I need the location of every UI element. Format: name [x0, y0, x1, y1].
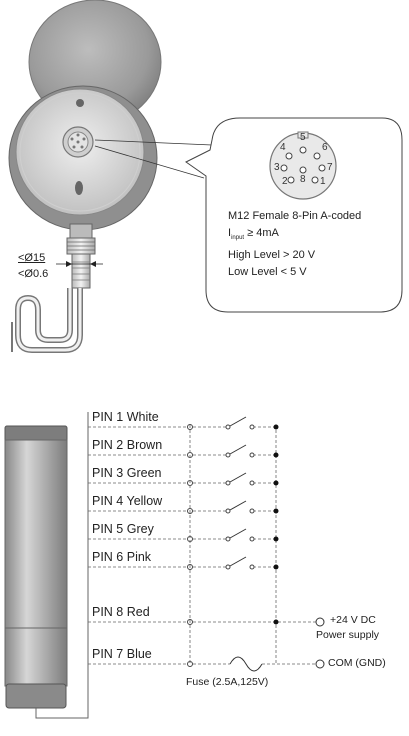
pinout-diagram-icon [269, 131, 337, 200]
pin-label: PIN 4 Yellow [92, 494, 163, 508]
switch-icon [225, 444, 255, 458]
junction-dot-icon [273, 452, 279, 458]
switch-icon [225, 556, 255, 570]
junction-dot-icon [273, 424, 279, 430]
m12-plug [11, 223, 103, 353]
pin-label: PIN 3 Green [92, 466, 162, 480]
junction-dot-icon [273, 508, 279, 514]
com-terminal-icon [315, 659, 325, 669]
switch-icon [225, 416, 255, 430]
pin-label: PIN 6 Pink [92, 550, 152, 564]
junction-dot-icon [273, 480, 279, 486]
junction-dot-icon [273, 619, 279, 625]
signal-tower [4, 412, 89, 719]
pin-label: PIN 2 Brown [92, 438, 163, 452]
power-terminal-icon [315, 617, 325, 627]
connector-title: M12 Female 8-Pin A-coded [228, 210, 362, 222]
com-label: COM (GND) [328, 657, 386, 669]
input-current: Iinput ≥ 4mA [228, 227, 279, 242]
fuse-icon [229, 656, 263, 672]
switch-icon [225, 528, 255, 542]
connector-callout [185, 117, 403, 313]
pin-number-6: 6 [322, 142, 328, 153]
pin-number-7: 7 [327, 162, 333, 173]
pin-label: PIN 5 Grey [92, 522, 154, 536]
junction-dot-icon [273, 564, 279, 570]
cable-outer-dia: <Ø15 [18, 252, 46, 264]
pin-label: PIN 1 White [92, 410, 159, 424]
high-level: High Level > 20 V [228, 249, 316, 262]
power-supply-label: Power supply [316, 629, 380, 641]
switches [225, 416, 279, 625]
pin-number-4: 4 [280, 142, 286, 153]
power-voltage: +24 V DC [330, 614, 376, 626]
pin-label: PIN 8 Red [92, 605, 150, 619]
pin-wires [88, 424, 316, 667]
pin-number-2: 2 [282, 176, 288, 187]
connector-spec: M12 Female 8-Pin A-coded Iinput ≥ 4mA Hi… [228, 208, 361, 281]
low-level: Low Level < 5 V [228, 266, 307, 279]
switch-icon [225, 500, 255, 514]
pin-number-3: 3 [274, 162, 280, 173]
pin-number-1: 1 [320, 176, 326, 187]
pin-number-8: 8 [300, 174, 306, 185]
cable-inner-dia: <Ø0.6 [18, 268, 49, 280]
fuse-label: Fuse (2.5A,125V) [186, 676, 269, 688]
signal-light-head [8, 0, 213, 231]
junction-dot-icon [273, 536, 279, 542]
pin-label: PIN 7 Blue [92, 647, 152, 661]
pin-number-5: 5 [300, 132, 306, 143]
switch-icon [225, 472, 255, 486]
